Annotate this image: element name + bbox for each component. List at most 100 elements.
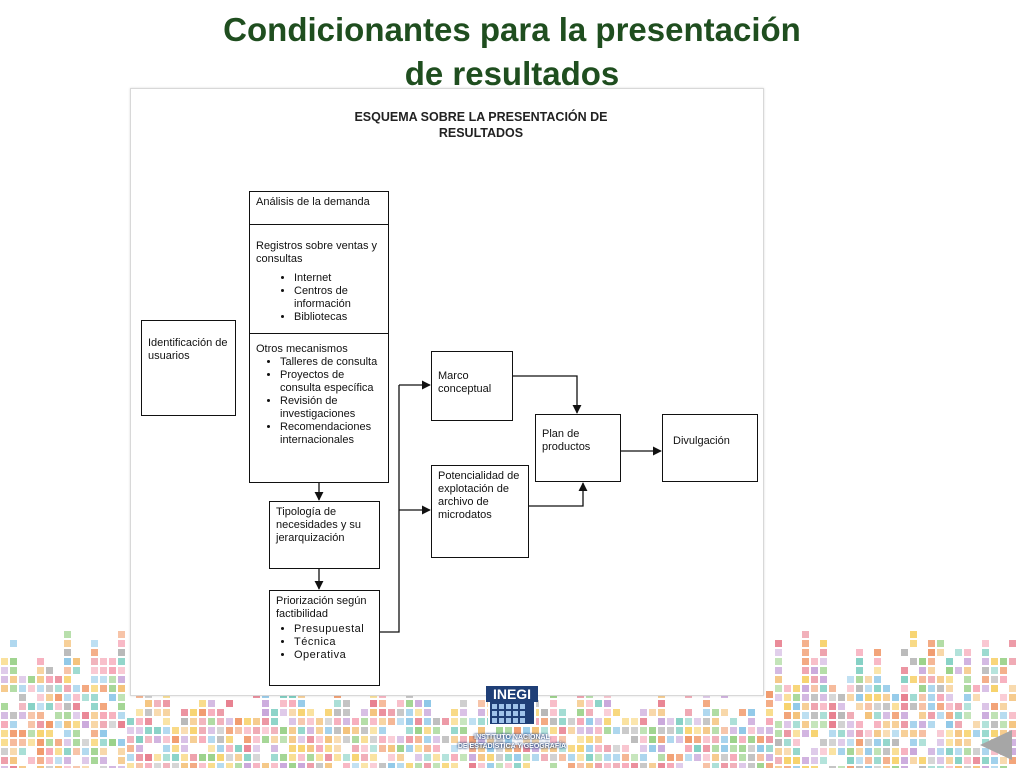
decor-tile — [37, 739, 44, 746]
decor-tile — [820, 712, 827, 719]
decor-tile — [298, 754, 305, 761]
decor-tile — [46, 721, 53, 728]
decor-tile — [802, 766, 809, 768]
decor-tile — [937, 649, 944, 656]
decor-tile — [820, 640, 827, 647]
decor-tile — [280, 700, 287, 707]
decor-tile — [982, 766, 989, 768]
decor-tile — [793, 739, 800, 746]
decor-tile — [91, 685, 98, 692]
diagram-heading-line2: RESULTADOS — [438, 126, 524, 140]
decor-tile — [775, 685, 782, 692]
decor-tile — [334, 736, 341, 743]
decor-tile — [64, 730, 71, 737]
decor-tile — [487, 763, 494, 768]
decor-tile — [766, 745, 773, 752]
decor-tile — [118, 766, 125, 768]
decor-tile — [460, 718, 467, 725]
decor-tile — [433, 736, 440, 743]
decor-tile — [847, 766, 854, 768]
decor-tile — [811, 694, 818, 701]
decor-tile — [46, 757, 53, 764]
decor-tile — [163, 763, 170, 768]
decor-tile — [640, 709, 647, 716]
decor-tile — [451, 745, 458, 752]
decor-tile — [280, 763, 287, 768]
decor-tile — [820, 739, 827, 746]
decor-tile — [901, 748, 908, 755]
diagram-connectors — [314, 375, 662, 633]
decor-tile — [145, 718, 152, 725]
decor-tile — [856, 766, 863, 768]
decor-tile — [595, 754, 602, 761]
decor-tile — [469, 745, 476, 752]
decor-tile — [118, 640, 125, 647]
decor-tile — [964, 766, 971, 768]
decor-tile — [370, 709, 377, 716]
decor-tile — [667, 736, 674, 743]
decor-tile — [73, 730, 80, 737]
otros-item: Talleres de consulta — [280, 356, 382, 369]
decor-tile — [37, 730, 44, 737]
decor-tile — [604, 754, 611, 761]
decor-tile — [964, 730, 971, 737]
decor-tile — [136, 718, 143, 725]
box-potencialidad: Potencialidad de explotación de archivo … — [431, 465, 529, 558]
decor-tile — [37, 712, 44, 719]
decor-tile — [622, 763, 629, 768]
decor-tile — [730, 754, 737, 761]
decor-tile — [919, 721, 926, 728]
decor-tile — [802, 703, 809, 710]
decor-tile — [406, 745, 413, 752]
decor-tile — [109, 712, 116, 719]
back-button[interactable] — [978, 728, 1014, 762]
decor-tile — [541, 727, 548, 734]
decor-tile — [10, 766, 17, 768]
decor-tile — [694, 736, 701, 743]
decor-tile — [37, 676, 44, 683]
decor-tile — [757, 754, 764, 761]
decor-tile — [64, 631, 71, 638]
decor-tile — [982, 721, 989, 728]
decor-tile — [19, 739, 26, 746]
decor-tile — [982, 703, 989, 710]
decor-tile — [361, 736, 368, 743]
decor-tile — [460, 727, 467, 734]
decor-tile — [514, 745, 521, 752]
decor-tile — [964, 694, 971, 701]
decor-tile — [703, 727, 710, 734]
decor-tile — [10, 712, 17, 719]
decor-tile — [55, 766, 62, 768]
decor-tile — [397, 754, 404, 761]
decor-tile — [982, 658, 989, 665]
decor-tile — [532, 736, 539, 743]
decor-tile — [820, 658, 827, 665]
inegi-logo: INEGI INSTITUTO NACIONAL DE ESTADÍSTICA … — [452, 686, 572, 756]
arrow-marco-plan — [513, 375, 582, 414]
box-analisis-demanda: Análisis de la demanda Registros sobre v… — [249, 191, 389, 483]
decor-tile — [217, 745, 224, 752]
decor-tile — [676, 718, 683, 725]
decor-tile — [964, 685, 971, 692]
decor-tile — [991, 667, 998, 674]
decor-tile — [496, 754, 503, 761]
decor-tile — [262, 727, 269, 734]
decor-tile — [973, 766, 980, 768]
decor-tile — [775, 766, 782, 768]
decor-tile — [289, 700, 296, 707]
decor-tile — [325, 718, 332, 725]
decor-tile — [1, 667, 8, 674]
decor-tile — [730, 763, 737, 768]
decor-tile — [658, 700, 665, 707]
decor-tile — [298, 763, 305, 768]
decor-tile — [28, 676, 35, 683]
decor-tile — [730, 727, 737, 734]
decor-tile — [100, 703, 107, 710]
decor-tile — [613, 745, 620, 752]
decor-tile — [766, 754, 773, 761]
divulgacion-label: Divulgación — [673, 435, 730, 447]
decor-tile — [298, 736, 305, 743]
decor-tile — [487, 754, 494, 761]
decor-tile — [64, 658, 71, 665]
decor-tile — [829, 712, 836, 719]
